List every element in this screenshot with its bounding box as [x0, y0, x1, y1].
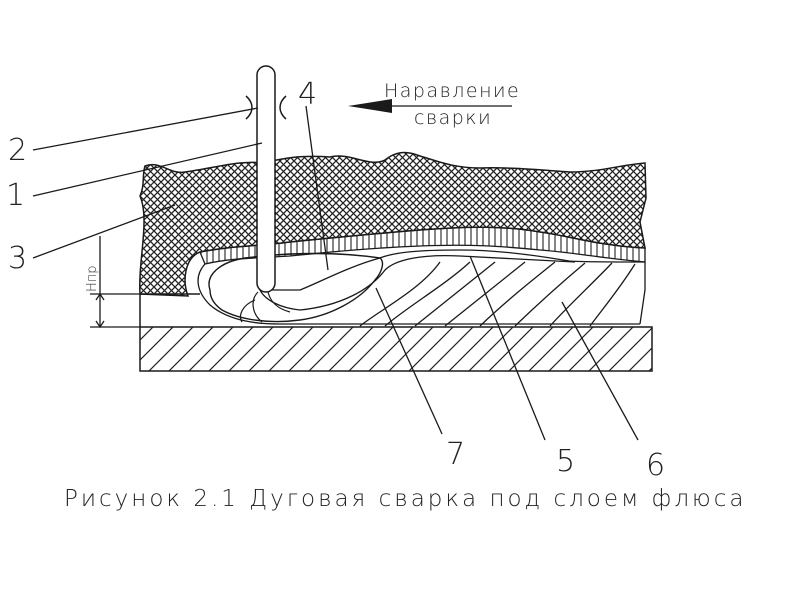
label-3: 3: [8, 241, 27, 276]
hpr-dimension: [90, 236, 140, 329]
arc-lines: [239, 291, 291, 323]
direction-arrow-icon: [348, 99, 392, 113]
base-plate: [139, 326, 653, 372]
electrode: [256, 65, 276, 293]
leader-lines: [32, 105, 639, 441]
label-1: 1: [6, 178, 25, 213]
gas-cavity: [208, 252, 384, 323]
direction-line2: сварки: [414, 107, 492, 129]
weld-seam: [197, 252, 646, 327]
label-7: 7: [446, 437, 465, 472]
contact-nozzle: [245, 95, 287, 120]
label-6: 6: [646, 448, 665, 483]
label-4: 4: [298, 77, 317, 112]
label-2: 2: [8, 133, 27, 168]
workpiece-outline: [139, 293, 200, 327]
hpr-label: Нпр: [85, 265, 100, 292]
figure-caption: Рисунок 2.1 Дуговая сварка под слоем флю…: [64, 486, 746, 512]
flux-layer: [139, 151, 647, 297]
direction-line1: Наравление: [384, 80, 520, 102]
label-5: 5: [556, 444, 575, 479]
